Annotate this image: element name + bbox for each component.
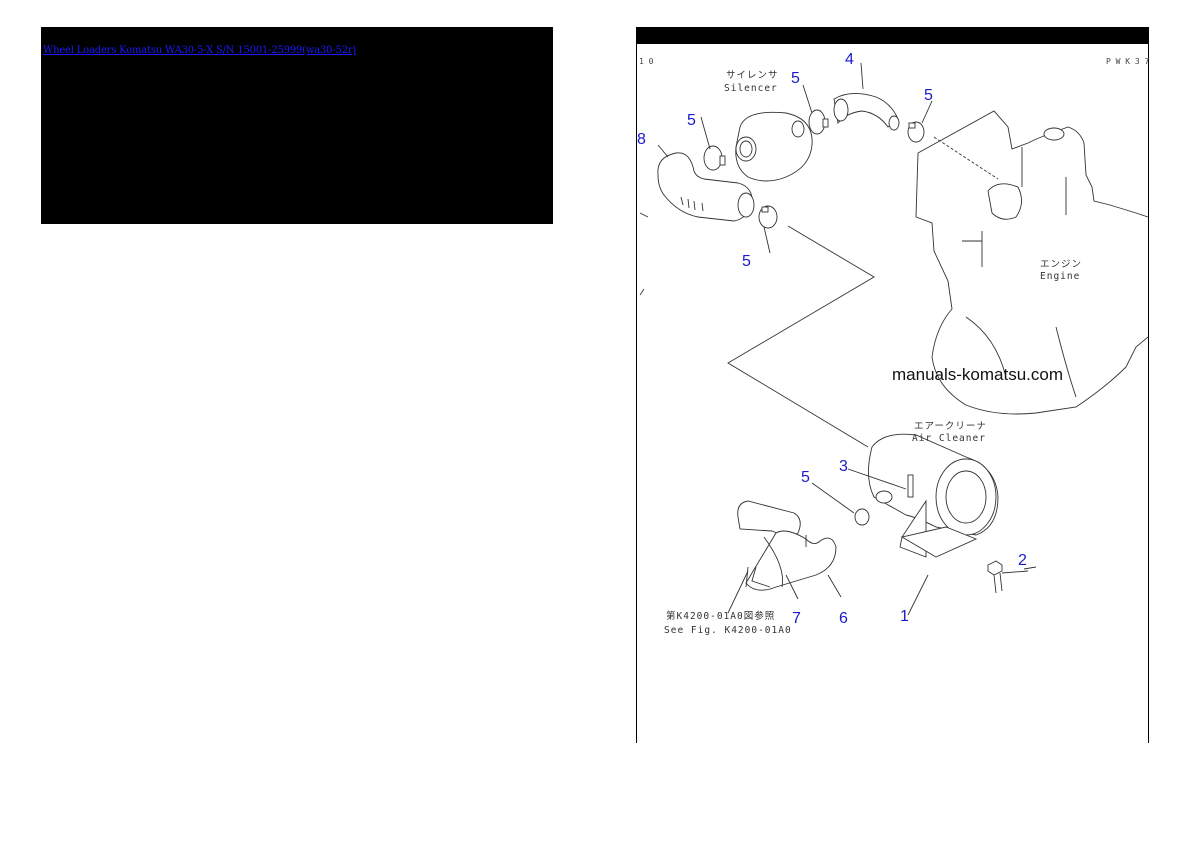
corner-text-left: 1 0 bbox=[639, 57, 654, 66]
parts-diagram-panel: 1 0 P W K 3 7 . サイレンサ Silencer bbox=[636, 27, 1149, 743]
see-fig-label-en: See Fig. K4200-01A0 bbox=[664, 625, 792, 636]
parts-diagram-image: 1 0 P W K 3 7 . サイレンサ Silencer bbox=[637, 51, 1149, 636]
diagram-border-right bbox=[1148, 44, 1149, 743]
bolt-2-drawing bbox=[987, 560, 1029, 594]
callout-5-top[interactable]: 5 bbox=[791, 70, 800, 87]
callout-5-mid[interactable]: 5 bbox=[742, 253, 751, 270]
callout-3[interactable]: 3 bbox=[839, 458, 848, 475]
clamp-drawings bbox=[703, 109, 925, 229]
see-fig-label-jp: 第K4200-01A0図参照 bbox=[666, 610, 775, 622]
silencer-label-jp: サイレンサ bbox=[726, 70, 779, 81]
connection-line bbox=[727, 225, 875, 448]
air-cleaner-label-jp: エアークリーナ bbox=[914, 421, 987, 432]
callout-8[interactable]: 8 bbox=[637, 131, 646, 148]
title-banner: Wheel Loaders Komatsu WA30-5-X S/N 15001… bbox=[41, 27, 553, 224]
silencer-drawing bbox=[735, 111, 813, 182]
engine-label-jp: エンジン bbox=[1040, 259, 1082, 270]
callout-5-right[interactable]: 5 bbox=[924, 87, 933, 104]
watermark-text: manuals-komatsu.com bbox=[892, 365, 1063, 384]
callout-7[interactable]: 7 bbox=[792, 610, 801, 627]
callout-5-lower[interactable]: 5 bbox=[801, 469, 810, 486]
engine-label-en: Engine bbox=[1040, 271, 1080, 282]
diagram-border-left bbox=[636, 44, 637, 743]
hose-6-bracket-7-drawing bbox=[737, 500, 837, 591]
callout-5-left[interactable]: 5 bbox=[687, 112, 696, 129]
callout-4[interactable]: 4 bbox=[845, 51, 854, 68]
engine-drawing bbox=[915, 110, 1149, 415]
hose-8-drawing bbox=[657, 152, 755, 222]
corner-text-right: P W K 3 7 . bbox=[1106, 57, 1149, 66]
clamp-lower-drawing bbox=[854, 508, 870, 526]
hose-4-drawing bbox=[833, 93, 900, 131]
silencer-label-en: Silencer bbox=[724, 83, 778, 94]
diagram-header-bar bbox=[636, 27, 1149, 44]
air-cleaner-drawing bbox=[868, 433, 999, 558]
callout-6[interactable]: 6 bbox=[839, 610, 848, 627]
air-cleaner-label-en: Air Cleaner bbox=[912, 433, 986, 444]
callout-1[interactable]: 1 bbox=[900, 608, 909, 625]
model-title-link[interactable]: Wheel Loaders Komatsu WA30-5-X S/N 15001… bbox=[43, 45, 357, 56]
callout-2[interactable]: 2 bbox=[1018, 552, 1027, 569]
